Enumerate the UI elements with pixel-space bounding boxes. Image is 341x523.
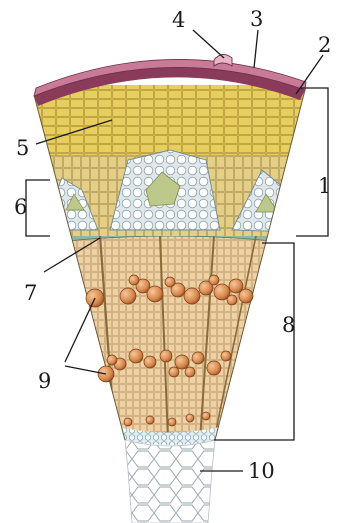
pith-region bbox=[125, 440, 215, 523]
vessel bbox=[227, 295, 237, 305]
leader-9a bbox=[65, 298, 95, 362]
vessel bbox=[185, 367, 195, 377]
leader-4 bbox=[193, 30, 224, 58]
label-3: 3 bbox=[250, 7, 263, 31]
vessel bbox=[192, 352, 204, 364]
vessel bbox=[124, 418, 132, 426]
vessel bbox=[129, 349, 143, 363]
vessel bbox=[107, 355, 117, 365]
label-9: 9 bbox=[38, 369, 51, 393]
vessel bbox=[146, 416, 154, 424]
label-4: 4 bbox=[172, 8, 185, 32]
leader-3 bbox=[254, 30, 258, 68]
vessel bbox=[184, 288, 200, 304]
label-10: 10 bbox=[248, 459, 275, 483]
bracket-1 bbox=[296, 88, 328, 236]
label-1: 1 bbox=[318, 174, 331, 198]
vessel bbox=[202, 412, 210, 420]
vessel bbox=[221, 351, 231, 361]
vessel bbox=[160, 350, 172, 362]
vessel bbox=[169, 367, 179, 377]
vessel bbox=[239, 289, 253, 303]
leader-6 bbox=[26, 180, 50, 236]
vessel bbox=[129, 275, 139, 285]
vessel bbox=[168, 418, 176, 426]
label-8: 8 bbox=[282, 313, 295, 337]
vessel bbox=[147, 286, 163, 302]
label-2: 2 bbox=[318, 33, 331, 57]
vessel bbox=[209, 275, 219, 285]
vessel bbox=[144, 356, 156, 368]
vessel bbox=[120, 288, 136, 304]
vessel bbox=[186, 414, 194, 422]
label-7: 7 bbox=[24, 281, 37, 305]
vessel bbox=[207, 361, 221, 375]
label-6: 6 bbox=[14, 195, 27, 219]
vessel bbox=[175, 355, 189, 369]
vessel bbox=[165, 277, 175, 287]
label-5: 5 bbox=[16, 136, 29, 160]
